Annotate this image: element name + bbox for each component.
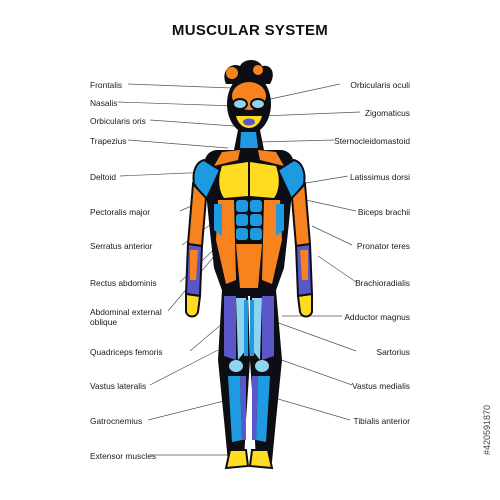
- head: [227, 74, 271, 134]
- serratus-left: [214, 204, 222, 236]
- label-adductor-magnus: Adductor magnus: [344, 312, 410, 322]
- upper-arm-left: [186, 181, 208, 248]
- upper-arm-right: [290, 181, 312, 248]
- oblique-left: [216, 200, 236, 284]
- label-quadriceps-femoris: Quadriceps femoris: [90, 347, 163, 357]
- serratus-right: [276, 204, 284, 236]
- foot-left: [224, 449, 250, 470]
- leader-lines-left: [117, 83, 240, 456]
- label-sartorius: Sartorius: [376, 347, 410, 357]
- mouth: [243, 118, 255, 126]
- oblique-right: [262, 200, 282, 284]
- hair-spot: [253, 65, 263, 75]
- hand-right: [296, 292, 313, 318]
- face-forehead: [232, 82, 266, 110]
- label-tibialis-anterior: Tibialis anterior: [353, 416, 410, 426]
- leader-lines-right: [257, 83, 361, 421]
- eye-right: [250, 98, 266, 110]
- forearm-left: [184, 242, 204, 298]
- label-pectoralis-major: Pectoralis major: [90, 207, 151, 217]
- vastus-lateralis-left: [224, 296, 236, 360]
- label-latissimus-dorsi: Latissimus dorsi: [349, 172, 410, 182]
- label-extensor-muscles: Extensor muscles: [90, 451, 157, 461]
- label-orbicularis-oris: Orbicularis oris: [90, 116, 146, 126]
- pectoral-left: [219, 162, 248, 198]
- label-frontalis: Frontalis: [90, 80, 123, 90]
- label-zigomaticus: Zigomaticus: [364, 108, 410, 118]
- deltoid-left: [192, 158, 222, 202]
- label-brachioradialis: Brachioradialis: [355, 278, 410, 288]
- diagram-title: MUSCULAR SYSTEM: [171, 22, 329, 39]
- eye-left: [232, 98, 248, 110]
- leg-left: [218, 290, 250, 462]
- label-abdominal-external-oblique: Abdominal external oblique: [90, 307, 162, 327]
- label-serratus-anterior: Serratus anterior: [90, 241, 153, 251]
- label-biceps-brachii: Biceps brachii: [357, 207, 410, 217]
- neck: [234, 130, 264, 150]
- jaw: [236, 116, 262, 128]
- hand-left: [185, 292, 202, 318]
- label-trapezius: Trapezius: [90, 136, 127, 146]
- label-orbicularis-oculi: Orbicularis oculi: [350, 80, 410, 90]
- label-deltoid: Deltoid: [90, 172, 117, 182]
- label-rectus-abdominis: Rectus abdominis: [90, 278, 157, 288]
- gastrocnemius-right: [256, 376, 270, 442]
- quadriceps-right: [252, 298, 262, 360]
- label-gatrocnemius: Gatrocnemius: [90, 416, 143, 426]
- hair-spot: [226, 67, 238, 79]
- label-pronator-teres: Pronator teres: [356, 241, 410, 251]
- gastrocnemius-left: [228, 376, 242, 442]
- deltoid-right: [276, 158, 306, 202]
- label-vastus-medialis: Vastus medialis: [351, 381, 410, 391]
- lower-abdomen: [236, 244, 262, 288]
- foot-right: [248, 449, 274, 470]
- vastus-lateralis-right: [262, 296, 274, 360]
- leg-right: [250, 290, 282, 462]
- torso: [203, 150, 295, 296]
- knee-right: [255, 360, 269, 372]
- pectoral-right: [250, 162, 279, 198]
- trapezius-left: [214, 150, 240, 166]
- hair: [224, 60, 273, 84]
- trapezius-right: [258, 150, 284, 166]
- quadriceps-left: [236, 298, 246, 360]
- forearm-right: [294, 242, 314, 298]
- label-nasalis: Nasalis: [90, 98, 118, 108]
- stock-id: #420591870: [482, 404, 492, 455]
- knee-left: [229, 360, 243, 372]
- label-vastus-lateralis: Vastus lateralis: [90, 381, 147, 391]
- abs: [236, 200, 248, 212]
- label-sternocleidomastoid: Sternocleidomastoid: [334, 136, 410, 146]
